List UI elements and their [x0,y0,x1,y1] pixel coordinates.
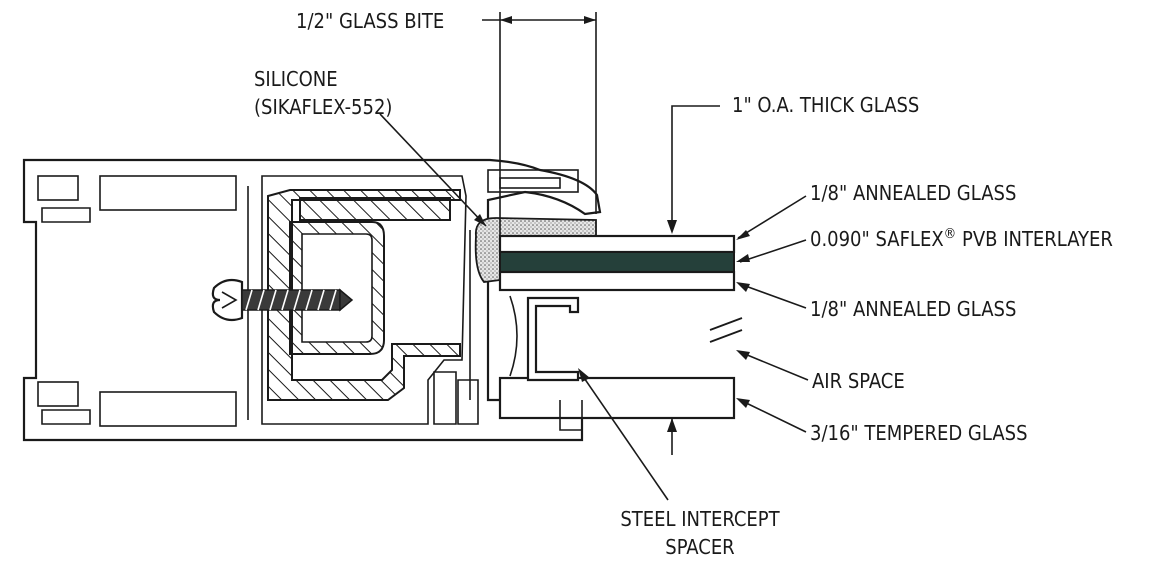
reinforcement-section [267,189,461,401]
pvb-interlayer [499,251,735,273]
label-interlayer-suffix: PVB INTERLAYER [956,227,1113,251]
leader-lines [379,105,809,501]
glass-bite-dimension [482,12,597,236]
label-silicone: SILICONE [254,67,338,91]
registered-mark: ® [944,226,957,242]
screw [211,278,354,322]
label-annealed-top: 1/8" ANNEALED GLASS [810,181,1016,205]
label-glass-bite: 1/2" GLASS BITE [296,9,444,33]
annealed-glass-top [498,234,736,254]
label-silicone-product: (SIKAFLEX-552) [254,95,392,119]
label-oa-thick: 1" O.A. THICK GLASS [732,93,919,117]
label-air-space: AIR SPACE [812,369,905,393]
label-spacer: STEEL INTERCEPT [620,507,780,531]
label-tempered: 3/16" TEMPERED GLASS [810,421,1028,445]
label-interlayer: 0.090" SAFLEX® PVB INTERLAYER [810,226,1113,251]
label-spacer-2: SPACER [665,535,734,559]
glass-unit [498,234,743,431]
label-annealed-bottom: 1/8" ANNEALED GLASS [810,297,1016,321]
tempered-glass [498,376,736,420]
annealed-glass-bottom [498,270,736,292]
steel-spacer [526,296,580,382]
label-interlayer-prefix: 0.090" SAFLEX [810,227,944,251]
